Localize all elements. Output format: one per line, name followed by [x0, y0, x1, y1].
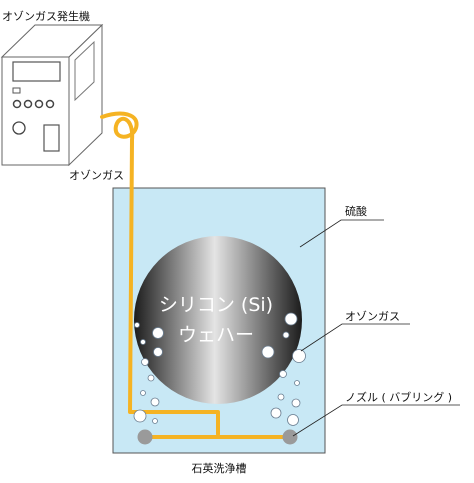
generator-label: オゾンガス発生機 — [2, 9, 90, 23]
silicon-wafer — [134, 236, 302, 404]
bubbles-label: オゾンガス — [345, 310, 400, 323]
bubble — [150, 397, 160, 407]
bubble — [282, 331, 290, 339]
acid-leader — [299, 219, 384, 248]
bubble — [153, 347, 163, 357]
generator-button-3 — [34, 99, 44, 109]
bubble — [140, 390, 146, 396]
bubble — [291, 398, 301, 408]
bubble — [140, 339, 146, 345]
generator-knob — [12, 121, 26, 135]
acid-label: 硫酸 — [345, 204, 367, 218]
generator-side-vent — [74, 40, 95, 102]
bubbles-leader — [300, 323, 410, 352]
bubble — [277, 393, 285, 401]
bubble — [279, 370, 287, 378]
wafer-label-line2: ウェハー — [178, 324, 254, 346]
generator-outlet-port — [43, 124, 60, 152]
bubble — [261, 345, 275, 359]
bubble — [141, 358, 149, 366]
nozzle-label: ノズル ( バブリング ) — [345, 390, 452, 404]
bubble — [134, 322, 140, 328]
generator-button-2 — [23, 99, 33, 109]
ozone-generator — [0, 23, 104, 167]
nozzle-left — [137, 429, 153, 445]
generator-button-1 — [12, 99, 22, 109]
nozzle-right — [282, 429, 298, 445]
bubble — [292, 349, 306, 363]
ozone-bubbles — [133, 312, 306, 426]
bubble — [152, 327, 164, 339]
leader-lines — [292, 219, 460, 437]
wafer-label-line1: シリコン (Si) — [159, 294, 273, 316]
bubble — [284, 312, 298, 326]
bubble — [147, 374, 155, 382]
ozone-gas-tube — [100, 111, 220, 436]
generator-display — [12, 61, 61, 82]
bubble — [287, 414, 299, 426]
gas-line-label: オゾンガス — [69, 169, 124, 182]
generator-button-4 — [45, 99, 55, 109]
tank-label: 石英洗浄槽 — [192, 461, 247, 475]
nozzle-leader — [292, 404, 460, 437]
bubble — [270, 407, 282, 419]
bubble — [152, 418, 158, 424]
bubble — [294, 380, 300, 386]
bubble — [133, 409, 147, 423]
generator-indicator — [12, 87, 21, 94]
